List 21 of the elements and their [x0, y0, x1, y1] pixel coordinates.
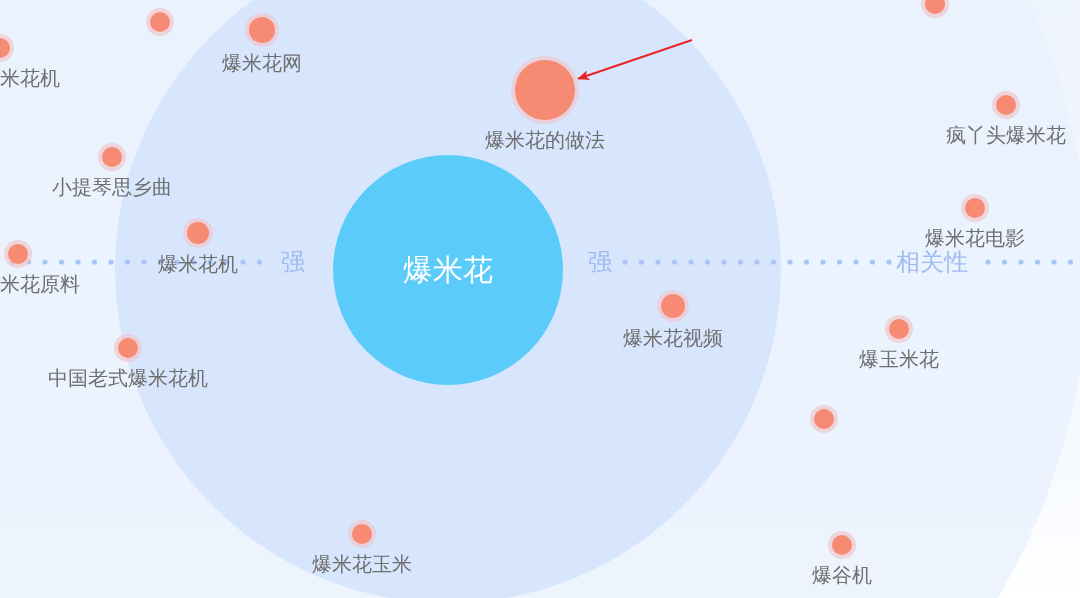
keyword-label: 小提琴思乡曲	[52, 175, 172, 199]
keyword-label: 爆米花的做法	[485, 128, 605, 152]
arrow	[577, 39, 693, 80]
axis-label: 相关性	[896, 248, 968, 276]
axis-label: 强	[588, 248, 612, 276]
keyword-label: 爆谷机	[812, 563, 872, 587]
keyword-dot	[150, 12, 170, 32]
keyword-label: 爆米花电影	[925, 226, 1025, 250]
keyword-label: 爆米花视频	[623, 326, 723, 350]
keyword-label: 疯丫头爆米花	[946, 123, 1066, 147]
keyword-dot	[925, 0, 945, 14]
keyword-label: 中国老式爆米花机	[48, 366, 208, 390]
keyword-label: 爆玉米花	[859, 347, 939, 371]
keyword-label: 爆米花玉米	[312, 552, 412, 576]
keyword-label: 米花原料	[0, 272, 80, 296]
keyword-label: 爆米花网	[222, 51, 302, 75]
keyword-dot	[814, 409, 834, 429]
keyword-label: 米花机	[0, 66, 60, 90]
axis-label: 强	[281, 248, 305, 276]
keyword-label: 爆米花机	[158, 252, 238, 276]
center-keyword: 爆米花	[403, 250, 493, 289]
